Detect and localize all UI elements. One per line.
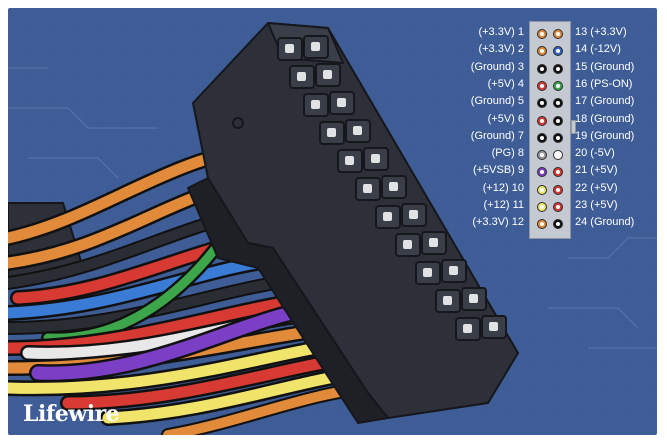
- pin-center: [540, 170, 544, 175]
- pin-right-4: [553, 80, 563, 91]
- pin-center: [556, 118, 560, 123]
- pin-center: [540, 118, 544, 123]
- pin-center: [540, 135, 544, 140]
- socket-holes: [285, 42, 498, 333]
- pin-left-9: [537, 167, 547, 178]
- pin-center: [556, 135, 560, 140]
- pinout-chart-latch: [571, 120, 576, 134]
- pin-center: [540, 187, 544, 192]
- connector-latch-hole: [232, 117, 244, 129]
- illustration: Lifewire (+3.3V) 1 (+3.3V) 2 (Ground) 3 (+5…: [8, 8, 657, 435]
- pin-left-8: [537, 150, 547, 161]
- pin-center: [556, 49, 560, 54]
- pin-left-4: [537, 80, 547, 91]
- pin-right-1: [553, 29, 563, 39]
- pin-label-right-2: 14 (-12V): [575, 43, 621, 56]
- pin-label-left-6: (+5V) 6: [487, 112, 524, 125]
- pin-left-11: [537, 202, 547, 212]
- pin-label-left-1: (+3.3V) 1: [478, 26, 524, 38]
- pin-right-7: [553, 132, 563, 143]
- pin-label-right-4: 16 (PS-ON): [575, 77, 633, 90]
- pin-label-right-8: 20 (-5V): [575, 147, 615, 160]
- circuit-lines: [8, 67, 657, 349]
- pin-left-2: [537, 46, 547, 57]
- pin-label-right-9: 21 (+5V): [575, 164, 618, 177]
- pin-center: [556, 170, 560, 175]
- pin-label-right-11: 23 (+5V): [575, 199, 618, 211]
- pin-left-6: [537, 115, 547, 126]
- pin-center: [556, 187, 560, 192]
- pin-label-right-12: 24 (Ground): [575, 216, 635, 229]
- pin-right-5: [553, 98, 563, 109]
- pin-label-left-2: (+3.3V) 2: [478, 43, 524, 56]
- pin-center: [540, 153, 544, 158]
- pin-label-left-8: (PG) 8: [491, 147, 524, 160]
- pin-label-right-6: 18 (Ground): [575, 112, 635, 125]
- pin-label-left-11: (+12) 11: [483, 199, 524, 211]
- pin-left-3: [537, 63, 547, 74]
- pin-right-6: [553, 115, 563, 126]
- pin-left-1: [537, 29, 547, 39]
- pin-left-10: [537, 184, 547, 195]
- pin-center: [556, 32, 560, 36]
- pin-label-left-9: (+5VSB) 9: [472, 164, 524, 177]
- pin-center: [556, 66, 560, 71]
- pin-label-right-10: 22 (+5V): [575, 181, 618, 194]
- pin-center: [540, 101, 544, 106]
- pin-right-11: [553, 202, 563, 212]
- wires: [8, 140, 375, 435]
- pin-center: [556, 153, 560, 158]
- pin-center: [540, 205, 544, 209]
- pin-label-left-4: (+5V) 4: [487, 77, 524, 90]
- pin-center: [556, 222, 560, 227]
- pin-label-left-3: (Ground) 3: [470, 60, 524, 73]
- lifewire-logo: Lifewire: [23, 401, 120, 427]
- pin-left-5: [537, 98, 547, 109]
- pin-center: [540, 32, 544, 36]
- pin-right-12: [553, 219, 563, 230]
- pin-label-left-10: (+12) 10: [482, 181, 524, 194]
- pin-label-left-5: (Ground) 5: [470, 95, 524, 108]
- pin-right-10: [553, 184, 563, 195]
- pin-label-right-1: 13 (+3.3V): [575, 26, 627, 38]
- pin-label-right-5: 17 (Ground): [575, 95, 635, 108]
- pin-center: [556, 101, 560, 106]
- pin-center: [540, 66, 544, 71]
- pin-center: [540, 222, 544, 227]
- pin-center: [540, 49, 544, 54]
- pin-label-left-7: (Ground) 7: [470, 129, 524, 142]
- pin-label-right-7: 19 (Ground): [575, 129, 635, 142]
- pin-right-8: [553, 150, 563, 161]
- pin-center: [556, 205, 560, 209]
- pinout-chart: [529, 21, 571, 239]
- pin-right-9: [553, 167, 563, 178]
- pin-center: [540, 83, 544, 88]
- pin-label-right-3: 15 (Ground): [575, 60, 635, 73]
- pin-right-2: [553, 46, 563, 57]
- pin-left-7: [537, 132, 547, 143]
- pin-left-12: [537, 219, 547, 230]
- pin-right-3: [553, 63, 563, 74]
- pin-center: [556, 83, 560, 88]
- pin-label-left-12: (+3.3V) 12: [472, 216, 524, 229]
